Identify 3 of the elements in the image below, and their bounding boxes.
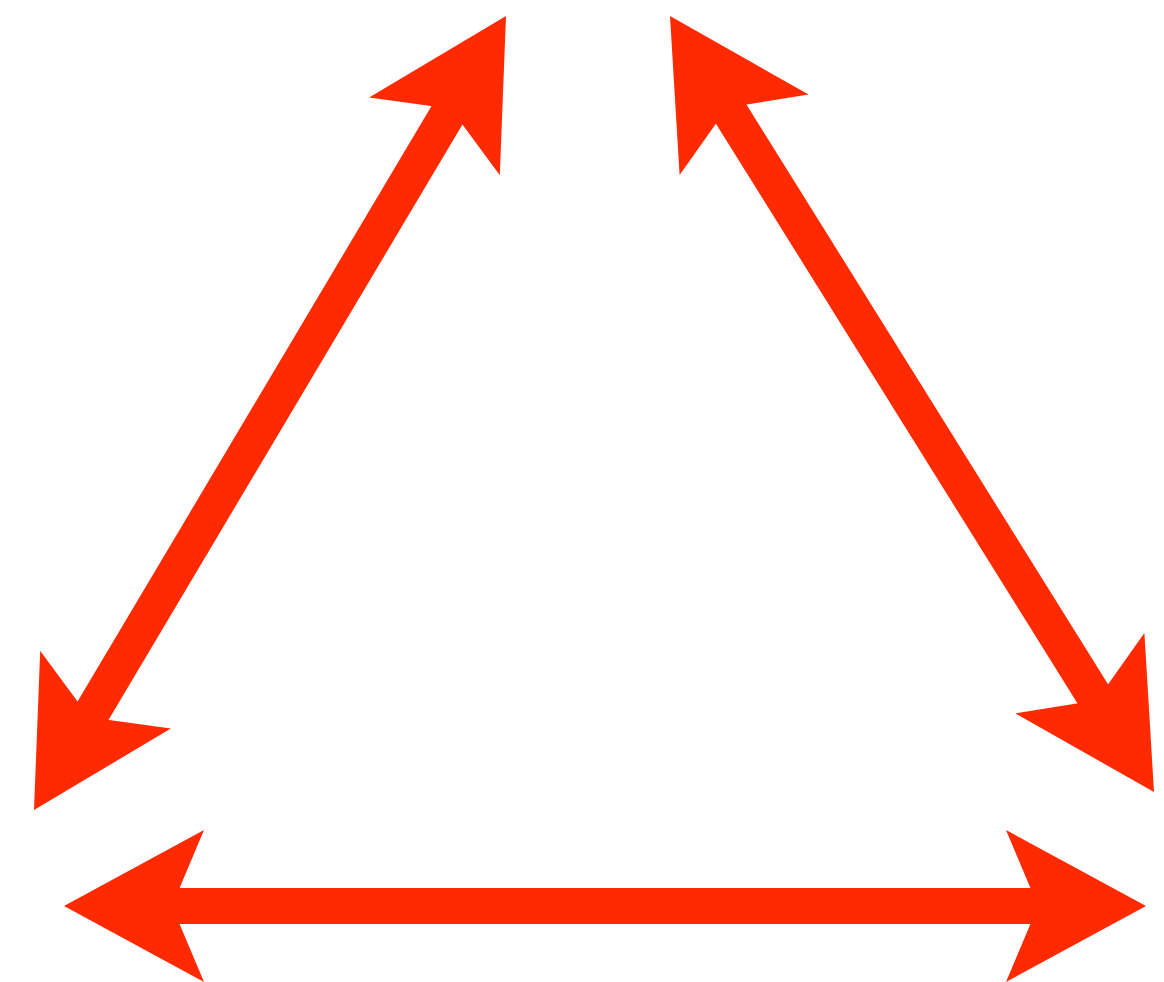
double-headed-arrow <box>670 16 1154 792</box>
double-headed-arrow <box>34 16 506 810</box>
double-headed-arrow <box>64 830 1146 982</box>
